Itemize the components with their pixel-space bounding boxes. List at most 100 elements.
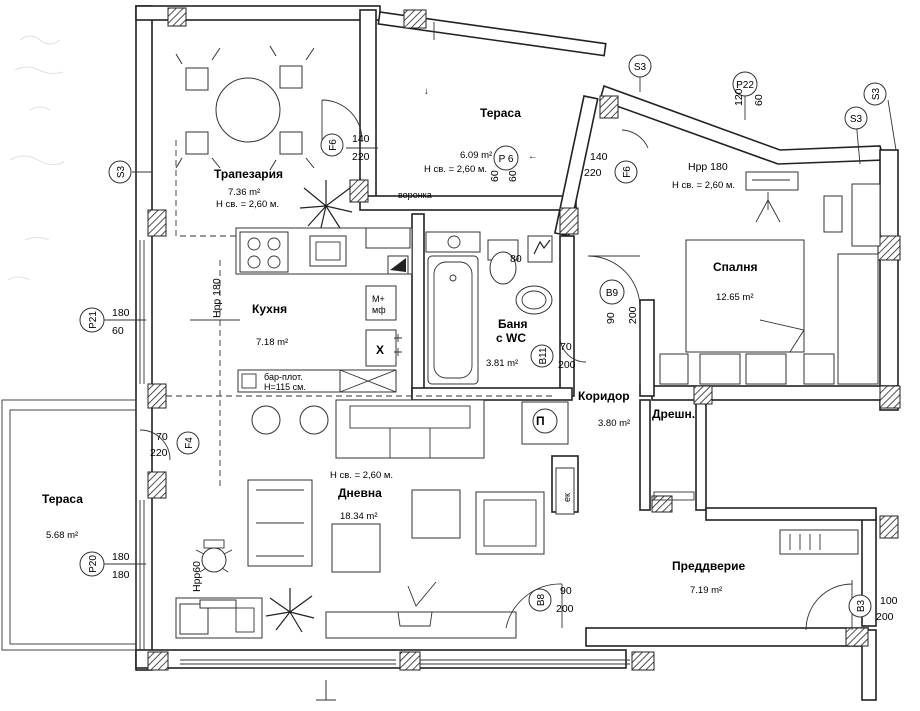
- room-name-2: с WC: [496, 331, 526, 345]
- svg-text:B9: B9: [606, 288, 619, 299]
- svg-text:180: 180: [112, 551, 130, 563]
- tag-f4: F4 70 220: [150, 431, 200, 459]
- svg-text:B11: B11: [538, 347, 549, 364]
- svg-text:P21: P21: [88, 311, 99, 329]
- svg-text:S3: S3: [871, 87, 882, 100]
- bathroom-fixtures: [425, 231, 553, 385]
- svg-text:90: 90: [560, 585, 572, 597]
- funnel-label: воронка: [398, 190, 432, 200]
- svg-text:F6: F6: [328, 139, 339, 151]
- tag-p20: P20 180 180: [79, 551, 130, 581]
- tag-s3-top: S3: [628, 54, 652, 78]
- svg-text:180: 180: [112, 307, 130, 319]
- room-bath: Баня с WC 3.81 m² 80: [486, 253, 528, 369]
- room-name: Тераса: [480, 106, 521, 120]
- svg-text:70: 70: [156, 431, 168, 443]
- svg-text:60: 60: [489, 170, 501, 182]
- room-area: 18.34 m²: [340, 511, 378, 522]
- bed: [659, 171, 881, 385]
- ek-label: ек: [562, 493, 572, 502]
- svg-text:60: 60: [507, 170, 519, 182]
- room-name: Дневна: [338, 486, 382, 500]
- room-name: Трапезария: [214, 167, 283, 181]
- hpp-living: Нрр60: [191, 561, 203, 592]
- living-furniture: [175, 399, 545, 639]
- svg-text:F4: F4: [184, 437, 195, 449]
- svg-text:70: 70: [560, 341, 572, 353]
- tag-b3: B3 100 200: [848, 594, 898, 623]
- background-scribbles: [7, 35, 65, 281]
- tag-s3-left: S3: [108, 160, 132, 184]
- room-name: Баня: [498, 317, 528, 331]
- svg-text:S3: S3: [850, 114, 863, 125]
- room-name: Тераса: [42, 492, 83, 506]
- svg-text:P22: P22: [736, 80, 754, 91]
- kitchen-counter: [235, 227, 413, 435]
- columns: [147, 7, 901, 671]
- room-terrace-top: Тераса 6.09 m² Н св. = 2,60 м. ↓ ←: [424, 86, 538, 175]
- svg-text:90: 90: [605, 312, 617, 324]
- window-lines: [139, 240, 641, 665]
- room-area: 6.09 m²: [460, 150, 492, 161]
- dining-table: [175, 45, 315, 171]
- washer-label-2: мф: [372, 305, 386, 315]
- bar-height: Н=115 см.: [264, 382, 306, 392]
- tag-b9: B9 90 200: [599, 279, 639, 324]
- wc-hint: 80: [510, 253, 522, 265]
- svg-text:B3: B3: [856, 599, 867, 612]
- tag-f6-left: F6 140 220: [320, 133, 378, 163]
- fridge-label: Х: [376, 343, 384, 357]
- room-area: 3.80 m²: [598, 418, 630, 429]
- room-area: 12.65 m²: [716, 292, 754, 303]
- tag-p21: P21 180 60: [79, 307, 130, 337]
- svg-text:P20: P20: [88, 555, 99, 573]
- svg-text:100: 100: [880, 595, 898, 607]
- plant-icon: [299, 180, 353, 233]
- svg-text:200: 200: [876, 611, 894, 623]
- room-name: Преддверие: [672, 559, 745, 573]
- bedroom-height: Н св. = 2,60 м.: [672, 180, 735, 191]
- svg-text:200: 200: [627, 306, 639, 324]
- room-kitchen: Кухня 7.18 m² воронка бар-плот. Н=115 см…: [252, 190, 432, 392]
- tag-f6-right: F6 140 220: [584, 151, 638, 184]
- tag-b11: B11 70 200: [530, 341, 576, 371]
- room-height: Н св. = 2,60 м.: [330, 470, 393, 481]
- room-terrace-left: Тераса 5.68 m²: [42, 492, 83, 541]
- svg-text:←: ←: [528, 151, 538, 162]
- room-area: 7.19 m²: [690, 585, 722, 596]
- room-area: 5.68 m²: [46, 530, 78, 541]
- room-hall: Преддверие 7.19 m²: [672, 559, 745, 596]
- svg-text:F6: F6: [622, 166, 633, 178]
- room-area: 7.18 m²: [256, 337, 288, 348]
- room-name: Кухня: [252, 302, 287, 316]
- washer-label: М+: [372, 294, 385, 304]
- room-dining: Трапезария 7.36 m² Н св. = 2,60 м.: [214, 167, 283, 210]
- room-name: Коридор: [578, 389, 630, 403]
- svg-text:60: 60: [112, 325, 124, 337]
- tag-p22: P22 120 60: [732, 71, 765, 106]
- p-symbol: П: [536, 414, 545, 428]
- svg-text:140: 140: [590, 151, 608, 163]
- tag-b8: B8 90 200: [528, 585, 574, 615]
- svg-text:180: 180: [112, 569, 130, 581]
- plant-icon-living: [265, 588, 315, 633]
- svg-text:P 6: P 6: [499, 154, 514, 165]
- room-area: 7.36 m²: [228, 187, 260, 198]
- bar-label: бар-плот.: [264, 372, 303, 382]
- svg-text:220: 220: [584, 167, 602, 179]
- svg-text:S3: S3: [116, 165, 127, 178]
- svg-text:200: 200: [558, 359, 576, 371]
- svg-text:S3: S3: [634, 62, 647, 73]
- tag-s3-right2: S3: [863, 82, 887, 106]
- svg-text:120: 120: [733, 88, 745, 106]
- room-area: 3.81 m²: [486, 358, 518, 369]
- wardrobe-label: Дрешн.: [652, 407, 695, 421]
- room-name: Спалня: [713, 260, 757, 274]
- svg-text:B8: B8: [536, 593, 547, 606]
- room-height: Н св. = 2,60 м.: [216, 199, 279, 210]
- room-living: Н св. = 2,60 м. Дневна 18.34 m² Нрр60: [191, 470, 393, 592]
- corridor-items: [521, 401, 859, 555]
- room-bedroom: Спалня 12.65 m² Н св. = 2,60 м. Нрр 180: [672, 161, 757, 303]
- svg-text:60: 60: [753, 94, 765, 106]
